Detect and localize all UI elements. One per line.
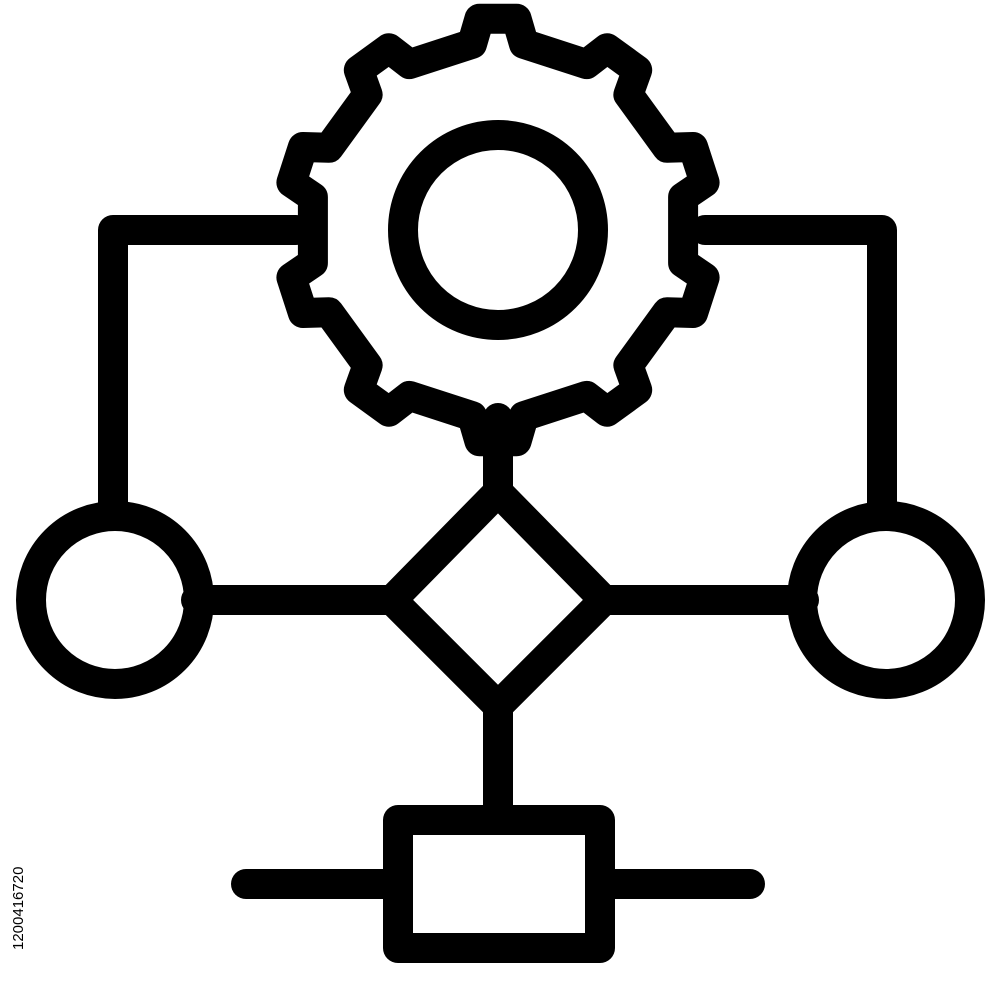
gear-icon [276, 3, 720, 457]
left-connector-line [98, 215, 311, 530]
stock-id-watermark: 1200416720 [10, 866, 27, 950]
right-node-circle [787, 501, 985, 699]
right-connector-line [690, 215, 897, 530]
decision-diamond [377, 477, 619, 721]
process-box [383, 805, 615, 963]
gear-center-circle [388, 120, 608, 340]
left-node-circle [16, 501, 214, 699]
